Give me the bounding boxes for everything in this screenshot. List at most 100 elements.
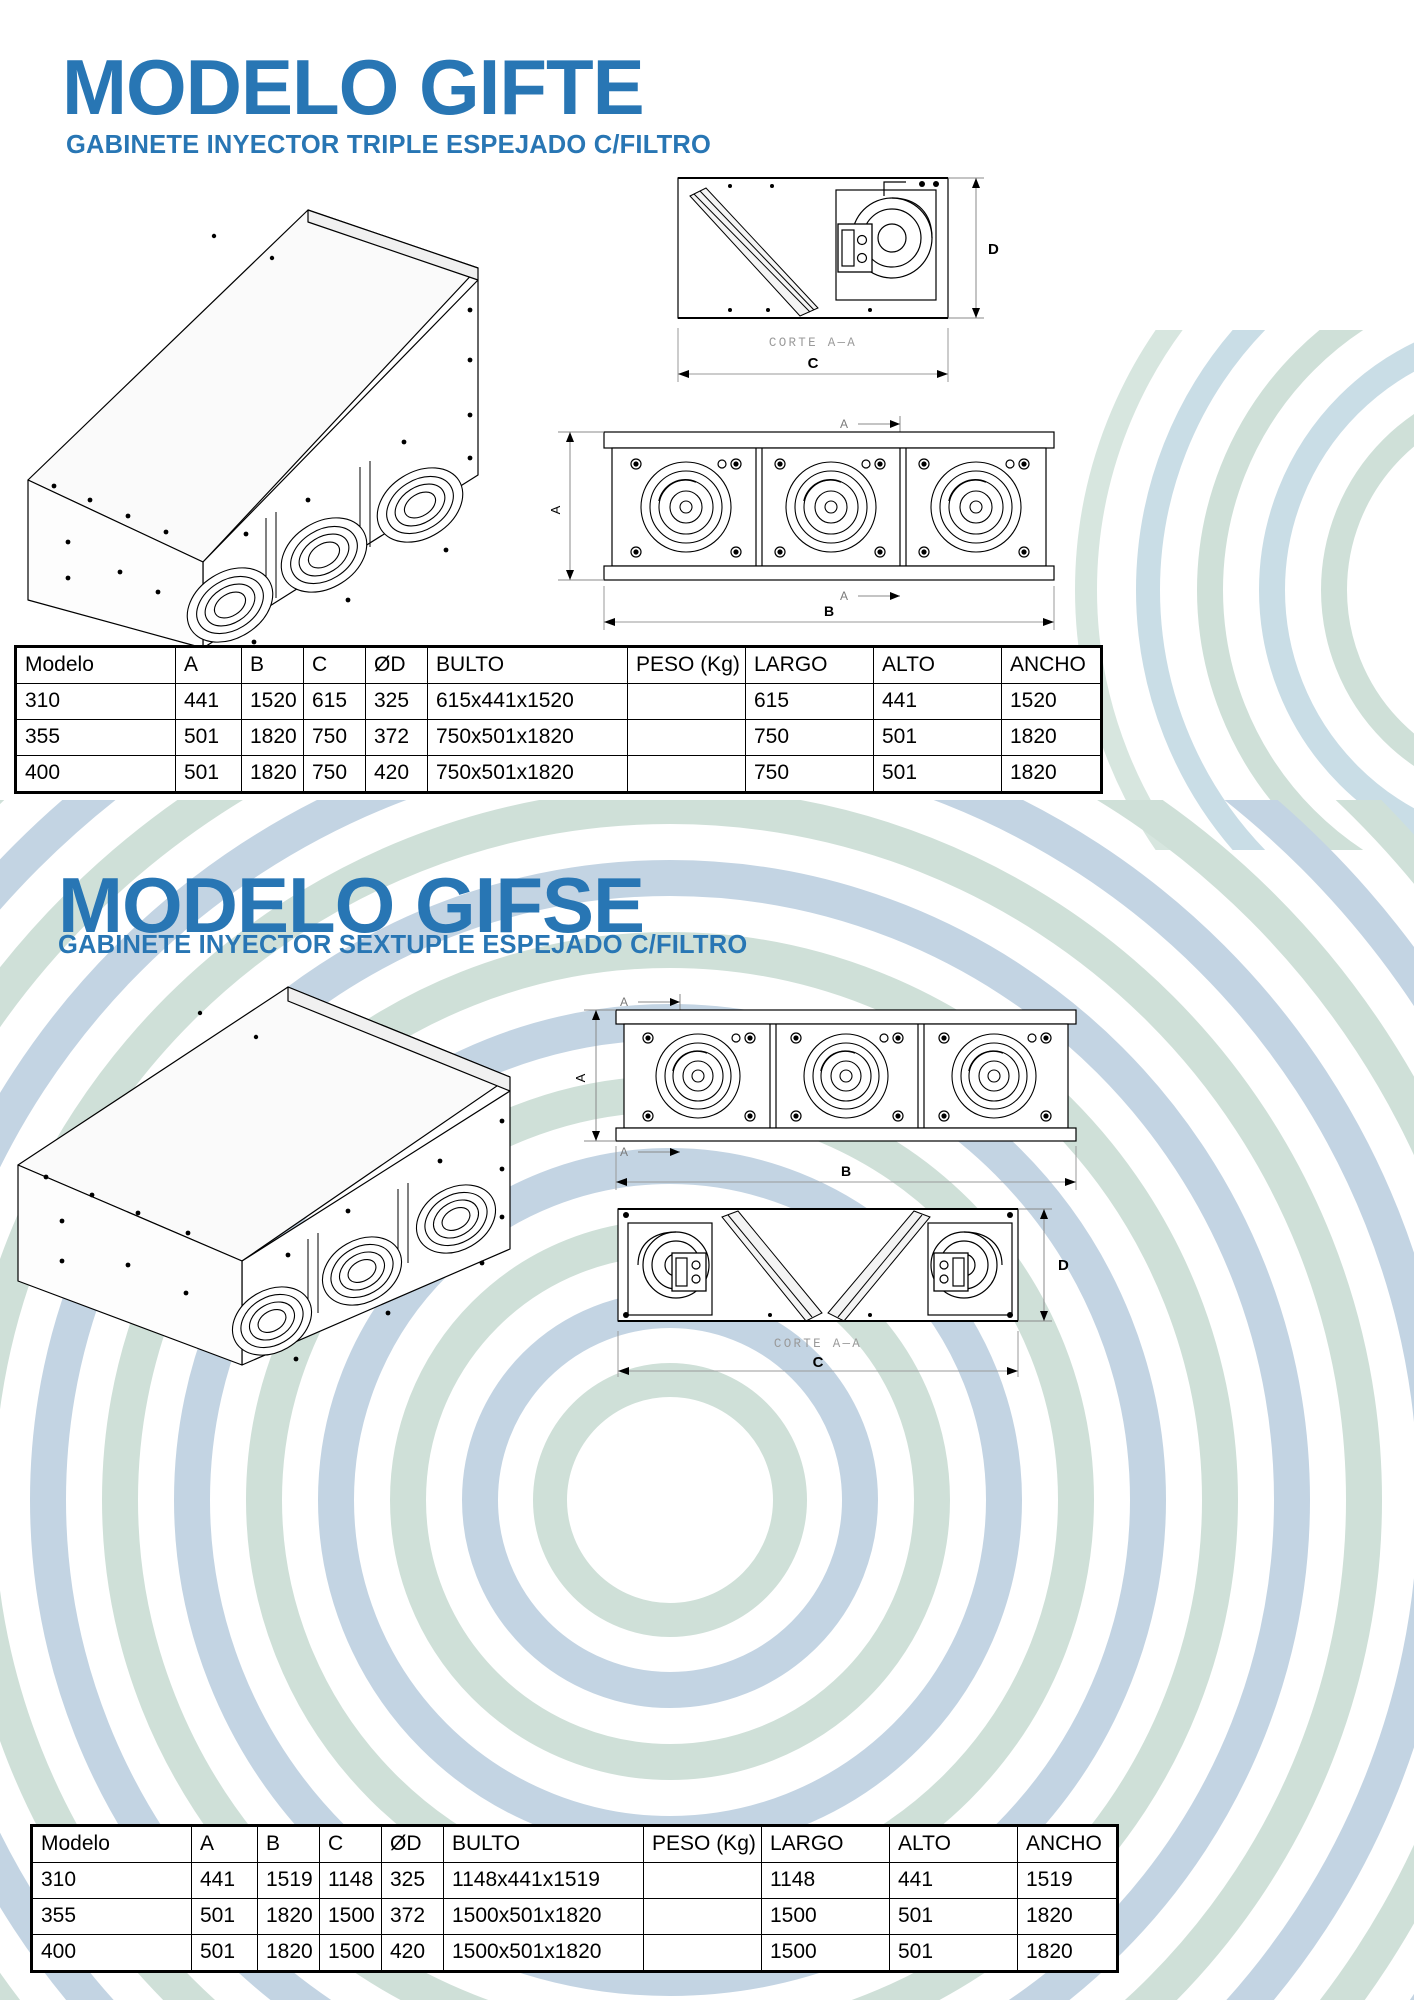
cell-largo: 750 [745, 755, 874, 793]
table-header-row: Modelo A B C ØD BULTO PESO (Kg) LARGO AL… [31, 1825, 1118, 1863]
th-peso: PESO (Kg) [627, 646, 746, 684]
table-row: 355 501 1820 750 372 750x501x1820 750 50… [15, 719, 1102, 756]
section-title-gifse: MODELO GIFSE [58, 861, 645, 949]
th-alto: ALTO [873, 646, 1002, 684]
th-ancho: ANCHO [1017, 1825, 1118, 1863]
cell-ancho: 1519 [1017, 1862, 1118, 1899]
th-diam-d: ØD [365, 646, 428, 684]
table-row: 310 441 1519 1148 325 1148x441x1519 1148… [31, 1862, 1118, 1899]
th-bulto: BULTO [427, 646, 628, 684]
spec-table-gifse: Modelo A B C ØD BULTO PESO (Kg) LARGO AL… [30, 1824, 1119, 1973]
cell-b: 1820 [241, 719, 304, 756]
section-subtitle-gifse: GABINETE INYECTOR SEXTUPLE ESPEJADO C/FI… [58, 931, 748, 959]
dimension-b-label-gifse: B [841, 1163, 851, 1179]
th-modelo: Modelo [31, 1825, 192, 1863]
cell-alto: 441 [889, 1862, 1018, 1899]
dimension-c-label-gifse: C [813, 1354, 824, 1371]
dimension-c-label: C [808, 355, 819, 372]
cell-bulto: 750x501x1820 [427, 755, 628, 793]
plan-view-drawing-gifse: A [570, 990, 1115, 1195]
cell-peso [627, 719, 746, 756]
cell-largo: 1500 [761, 1898, 890, 1935]
cell-modelo: 310 [31, 1862, 192, 1899]
corte-aa-drawing-gifse: D CORTE A—A C [600, 1195, 1120, 1380]
cell-bulto: 1148x441x1519 [443, 1862, 644, 1899]
cell-a: 501 [191, 1934, 258, 1972]
cell-peso [643, 1862, 762, 1899]
th-b: B [241, 646, 304, 684]
cell-b: 1820 [257, 1898, 320, 1935]
cell-a: 501 [191, 1898, 258, 1935]
cell-alto: 501 [873, 719, 1002, 756]
cell-modelo: 355 [31, 1898, 192, 1935]
isometric-drawing-gifse [0, 965, 560, 1385]
cell-c: 1148 [319, 1862, 382, 1899]
cell-ancho: 1820 [1017, 1934, 1118, 1972]
th-a: A [191, 1825, 258, 1863]
cell-c: 1500 [319, 1934, 382, 1972]
dimension-a-label-gifse: A [573, 1073, 588, 1082]
cell-modelo: 400 [31, 1934, 192, 1972]
section-title-gifte: MODELO GIFTE [62, 43, 645, 131]
cell-a: 501 [175, 719, 242, 756]
cell-largo: 750 [745, 719, 874, 756]
cell-peso [627, 755, 746, 793]
cell-peso [627, 683, 746, 720]
cell-bulto: 1500x501x1820 [443, 1898, 644, 1935]
cell-b: 1520 [241, 683, 304, 720]
cell-alto: 441 [873, 683, 1002, 720]
th-c: C [303, 646, 366, 684]
th-c: C [319, 1825, 382, 1863]
cell-bulto: 1500x501x1820 [443, 1934, 644, 1972]
cell-b: 1519 [257, 1862, 320, 1899]
section-marker-bottom-gifte: A [840, 589, 848, 603]
cell-alto: 501 [889, 1934, 1018, 1972]
cell-b: 1820 [257, 1934, 320, 1972]
th-ancho: ANCHO [1001, 646, 1102, 684]
cell-diam-d: 372 [381, 1898, 444, 1935]
cell-largo: 615 [745, 683, 874, 720]
th-b: B [257, 1825, 320, 1863]
cell-c: 750 [303, 719, 366, 756]
th-bulto: BULTO [443, 1825, 644, 1863]
cell-c: 750 [303, 755, 366, 793]
dimension-a-label-gifte: A [548, 505, 563, 514]
plan-view-drawing-gifte: A [540, 410, 1100, 635]
dimension-d-label-gifse: D [1058, 1257, 1069, 1274]
cell-b: 1820 [241, 755, 304, 793]
cell-bulto: 750x501x1820 [427, 719, 628, 756]
cell-largo: 1500 [761, 1934, 890, 1972]
spec-table-gifte: Modelo A B C ØD BULTO PESO (Kg) LARGO AL… [14, 645, 1103, 794]
cell-alto: 501 [873, 755, 1002, 793]
cell-diam-d: 325 [381, 1862, 444, 1899]
cell-diam-d: 372 [365, 719, 428, 756]
cell-peso [643, 1898, 762, 1935]
dimension-d-label: D [988, 241, 999, 258]
th-largo: LARGO [761, 1825, 890, 1863]
table-row: 355 501 1820 1500 372 1500x501x1820 1500… [31, 1898, 1118, 1935]
table-row: 400 501 1820 1500 420 1500x501x1820 1500… [31, 1934, 1118, 1972]
dimension-b-label-gifte: B [824, 603, 834, 619]
table-row: 400 501 1820 750 420 750x501x1820 750 50… [15, 755, 1102, 793]
cell-ancho: 1820 [1001, 719, 1102, 756]
cell-c: 615 [303, 683, 366, 720]
section-marker-bottom-gifse: A [620, 1145, 628, 1159]
cell-a: 441 [191, 1862, 258, 1899]
th-peso: PESO (Kg) [643, 1825, 762, 1863]
cell-a: 441 [175, 683, 242, 720]
table-header-row: Modelo A B C ØD BULTO PESO (Kg) LARGO AL… [15, 646, 1102, 684]
cell-bulto: 615x441x1520 [427, 683, 628, 720]
th-modelo: Modelo [15, 646, 176, 684]
th-diam-d: ØD [381, 1825, 444, 1863]
cell-alto: 501 [889, 1898, 1018, 1935]
section-subtitle-gifte: GABINETE INYECTOR TRIPLE ESPEJADO C/FILT… [66, 131, 712, 159]
cell-peso [643, 1934, 762, 1972]
corte-label-gifse: CORTE A—A [774, 1337, 862, 1351]
cell-diam-d: 420 [381, 1934, 444, 1972]
cell-a: 501 [175, 755, 242, 793]
cell-largo: 1148 [761, 1862, 890, 1899]
th-largo: LARGO [745, 646, 874, 684]
th-a: A [175, 646, 242, 684]
cell-modelo: 400 [15, 755, 176, 793]
